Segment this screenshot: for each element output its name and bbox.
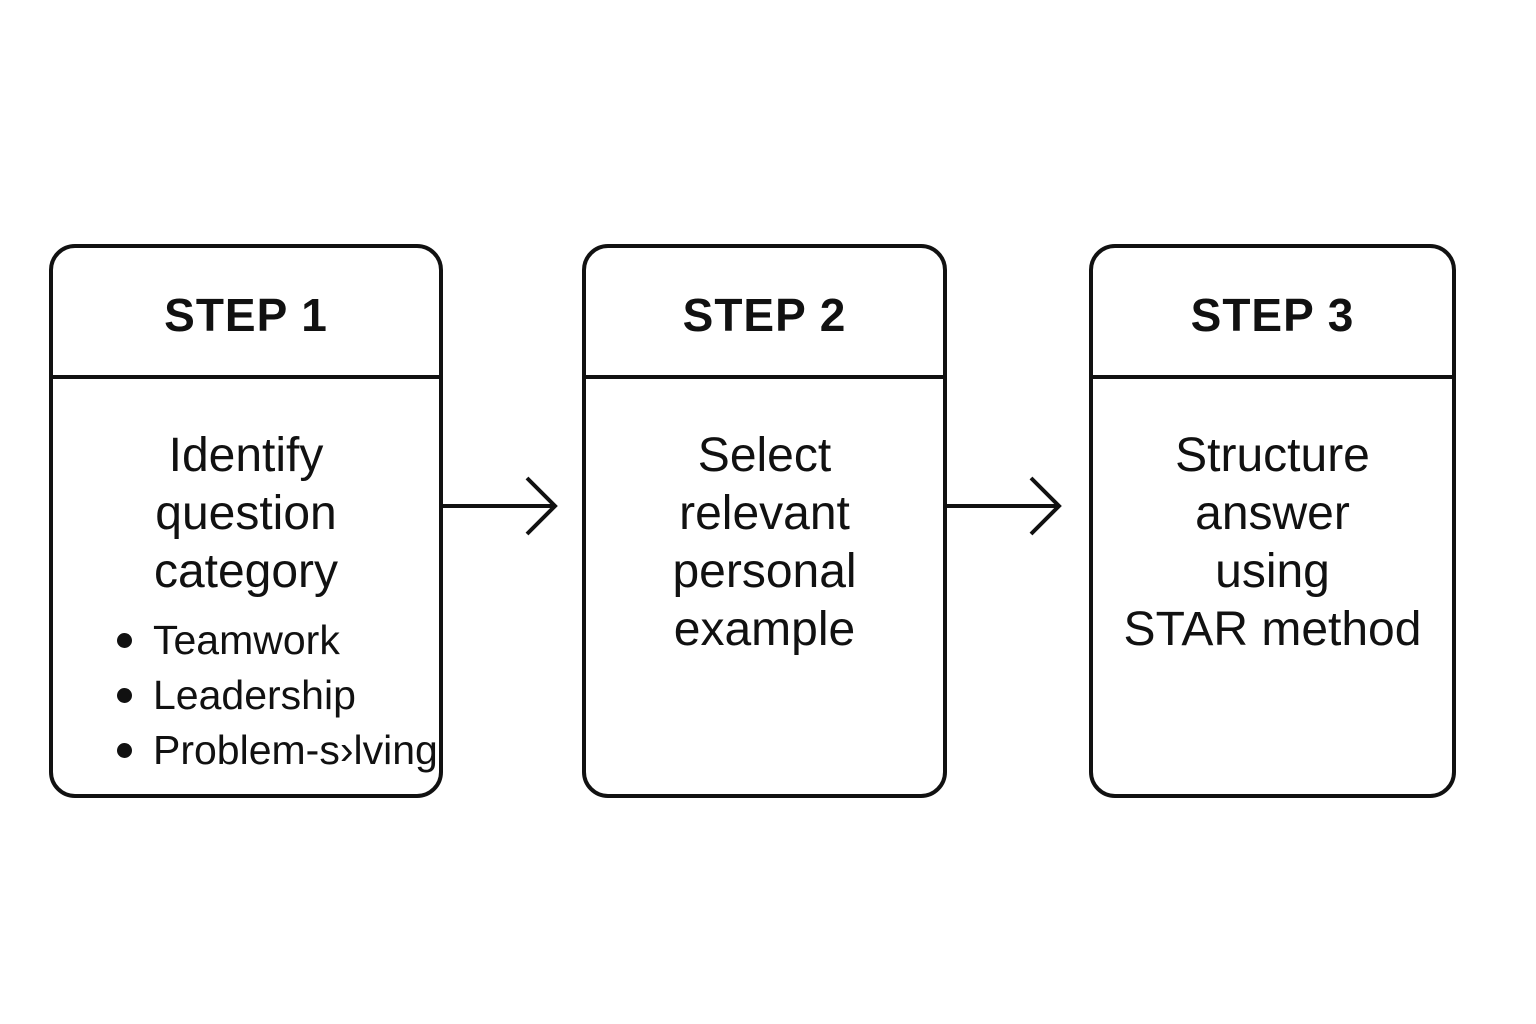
step-1-header: STEP 1 [53, 248, 439, 379]
list-item-label: Teamwork [153, 617, 340, 663]
step-2-box: STEP 2 Select relevant personal example [582, 244, 947, 798]
step-3-line: answer [1195, 487, 1350, 540]
step-2-header: STEP 2 [586, 248, 943, 379]
step-3-box: STEP 3 Structure answer using STAR metho… [1089, 244, 1456, 798]
step-3-line: Structure [1175, 429, 1370, 482]
step-2-line: personal [672, 545, 857, 598]
step-1-body: Identify question category Teamwork Lead… [53, 379, 439, 778]
step-1-title: STEP 1 [164, 288, 328, 341]
step-2-body: Select relevant personal example [586, 379, 943, 659]
question-category-list: Teamwork Leadership Problem-s›lving [53, 613, 439, 778]
bullet-dot-icon [117, 743, 132, 758]
arrow-right-icon [947, 476, 1062, 536]
arrow-right-icon [443, 476, 558, 536]
list-item: Leadership [117, 668, 439, 723]
step-3-line: STAR method [1123, 603, 1422, 656]
step-1-box: STEP 1 Identify question category Teamwo… [49, 244, 443, 798]
list-item: Problem-s›lving [117, 723, 439, 778]
list-item: Teamwork [117, 613, 439, 668]
step-1-line: Identify [168, 429, 324, 482]
step-2-line: Select [697, 429, 832, 482]
step-3-title: STEP 3 [1190, 288, 1355, 341]
step-1-line: question [155, 487, 337, 540]
step-3-line: using [1215, 545, 1330, 598]
step-2-line: relevant [679, 487, 850, 540]
step-3-body: Structure answer using STAR method [1093, 379, 1452, 659]
step-3-header: STEP 3 [1093, 248, 1452, 379]
bullet-dot-icon [117, 688, 132, 703]
bullet-dot-icon [117, 633, 132, 648]
step-1-line: category [153, 545, 339, 598]
list-item-label: Problem-s›lving [153, 727, 438, 773]
step-2-line: example [673, 603, 856, 656]
list-item-label: Leadership [153, 672, 356, 718]
step-2-title: STEP 2 [682, 288, 847, 341]
